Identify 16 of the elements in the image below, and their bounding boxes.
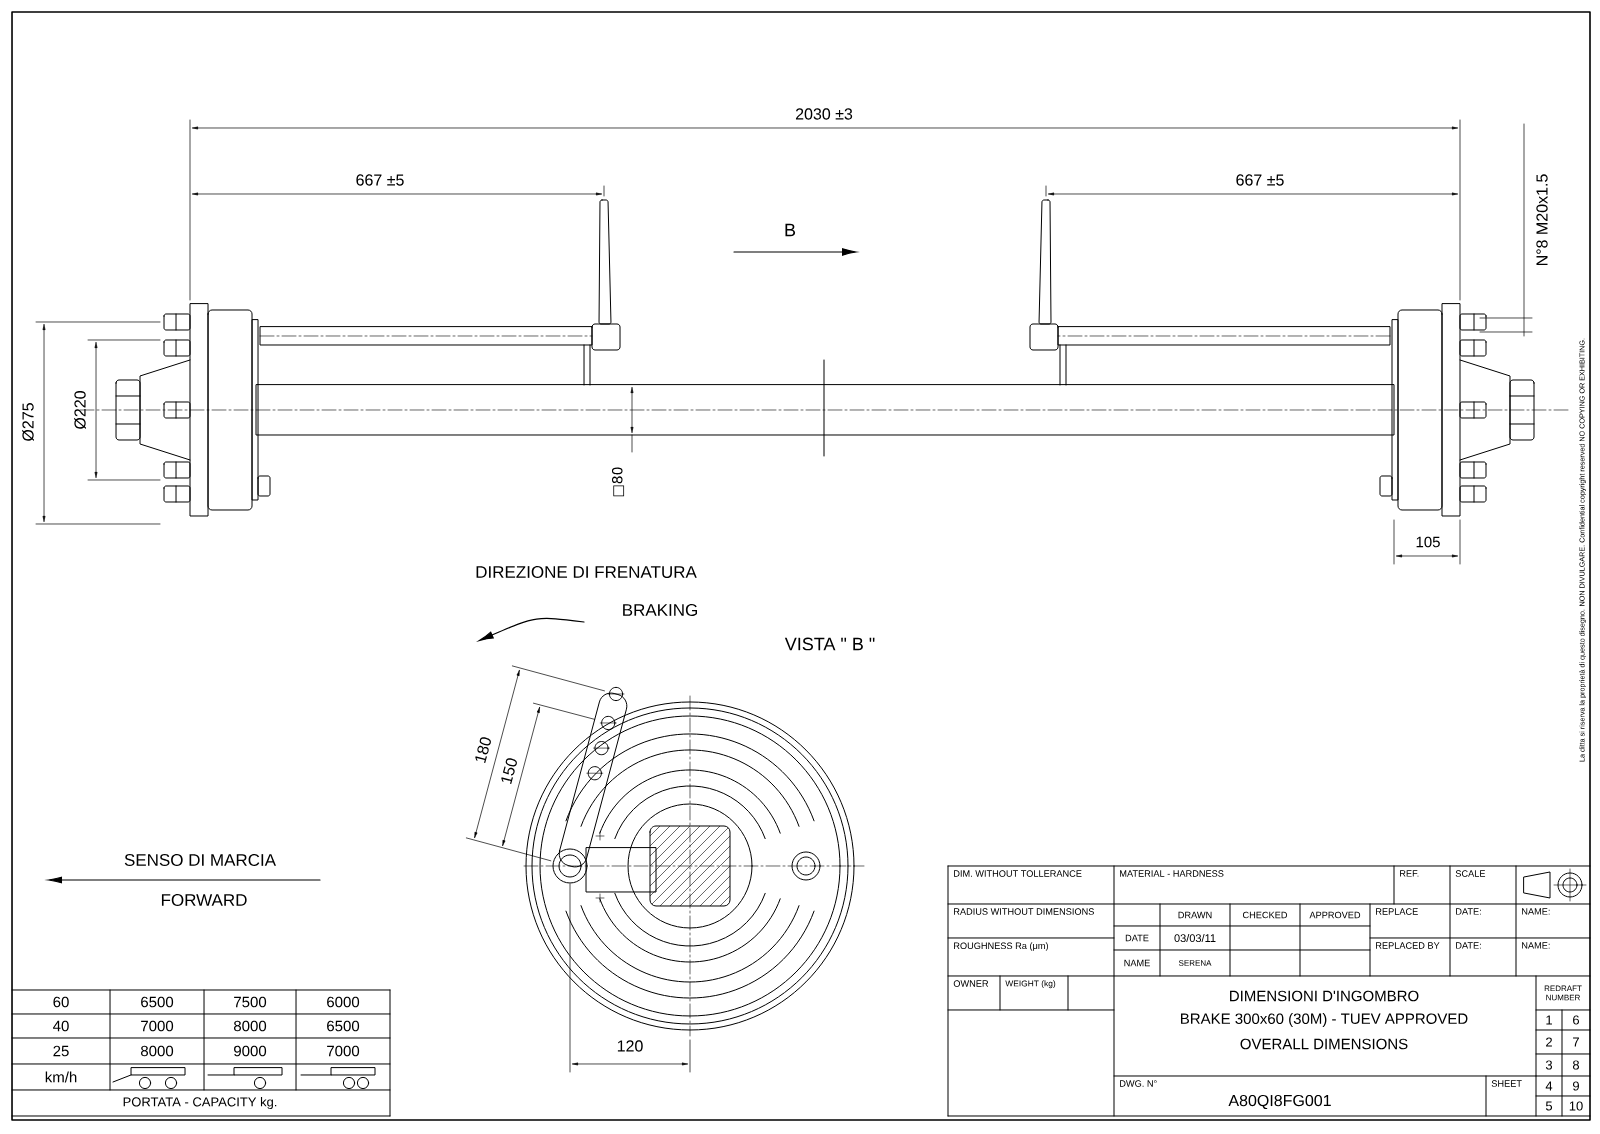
direction-label: SENSO DI MARCIA <box>124 854 276 866</box>
dimension-text: 2030 ±3 <box>795 108 853 120</box>
dimension-text: 120 <box>617 1040 643 1052</box>
dimension-text: Ø220 <box>74 391 86 429</box>
dimension-text: Ø275 <box>22 403 34 441</box>
direction-label: FORWARD <box>161 894 247 906</box>
direction-label: DIREZIONE DI FRENATURA <box>476 566 697 578</box>
thread-note: N°8 M20x1.5 <box>1536 174 1548 265</box>
dimension-text: 180 <box>475 737 491 764</box>
direction-label: BRAKING <box>623 604 697 616</box>
dimension-text: 667 ±5 <box>1236 174 1284 186</box>
dimension-text: 150 <box>501 758 517 785</box>
view-label: VISTA " B " <box>784 637 875 651</box>
dimension-text: 667 ±5 <box>356 174 404 186</box>
view-marker: B <box>785 223 796 237</box>
drawing-number: A80QI8FG001 <box>1228 1094 1331 1110</box>
